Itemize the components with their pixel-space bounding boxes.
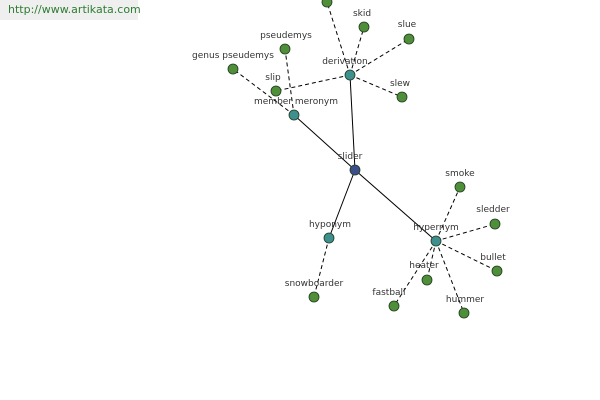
edge-hypernym-sledder [435,223,496,242]
node-slider[interactable] [349,164,361,176]
edge-member_meronym-genus_pseudemys [232,68,295,116]
edge-derivation-slew [349,74,403,98]
label-slip[interactable]: slip [265,73,281,83]
edge-slider-hypernym [354,169,437,242]
label-smoke[interactable]: smoke [445,169,475,179]
node-slip[interactable] [270,85,282,97]
node-skid[interactable] [358,21,370,33]
label-genus_pseudemys[interactable]: genus pseudemys [192,51,274,61]
label-slew[interactable]: slew [390,79,410,89]
node-fastball[interactable] [388,300,400,312]
label-slider[interactable]: slider [338,152,363,162]
label-derivation[interactable]: derivation [322,57,368,67]
node-slue[interactable] [403,33,415,45]
node-genus_pseudemys[interactable] [227,63,239,75]
label-pseudemys[interactable]: pseudemys [260,31,312,41]
label-snowboarder[interactable]: snowboarder [285,279,344,289]
node-top[interactable] [321,0,333,8]
node-member_meronym[interactable] [288,109,300,121]
label-sledder[interactable]: sledder [476,205,510,215]
node-heater[interactable] [421,274,433,286]
edge-hypernym-bullet [435,240,498,272]
node-snowboarder[interactable] [308,291,320,303]
edge-hypernym-fastball [393,240,437,307]
label-skid[interactable]: skid [353,9,371,19]
label-bullet[interactable]: bullet [480,253,506,263]
edge-slider-derivation [349,74,356,171]
graph-nodes [227,0,503,319]
label-slue[interactable]: slue [398,20,417,30]
node-pseudemys[interactable] [279,43,291,55]
edge-hypernym-smoke [435,186,461,242]
edge-hypernym-hummer [435,240,465,314]
label-member_meronym[interactable]: member meronym [254,97,338,107]
node-smoke[interactable] [454,181,466,193]
node-hypernym[interactable] [430,235,442,247]
edge-slider-member_meronym [293,114,356,171]
node-derivation[interactable] [344,69,356,81]
label-hypernym[interactable]: hypernym [413,223,459,233]
edge-derivation-skid [349,26,365,76]
source-url[interactable]: http://www.artikata.com [0,0,141,20]
label-fastball[interactable]: fastball [372,288,405,298]
graph-labels: slider member meronym derivation hyponym hyp… [192,9,510,305]
label-hummer[interactable]: hummer [446,295,484,305]
edge-hyponym-snowboarder [313,237,330,298]
edge-slider-hyponym [328,169,356,239]
graph-edges [232,1,498,314]
node-slew[interactable] [396,91,408,103]
node-hyponym[interactable] [323,232,335,244]
edge-derivation-slip [275,74,351,92]
node-bullet[interactable] [491,265,503,277]
node-sledder[interactable] [489,218,501,230]
edge-derivation-slue [349,38,410,76]
label-hyponym[interactable]: hyponym [309,220,351,230]
label-heater[interactable]: heater [409,261,439,271]
edge-derivation-top [326,1,351,76]
node-hummer[interactable] [458,307,470,319]
